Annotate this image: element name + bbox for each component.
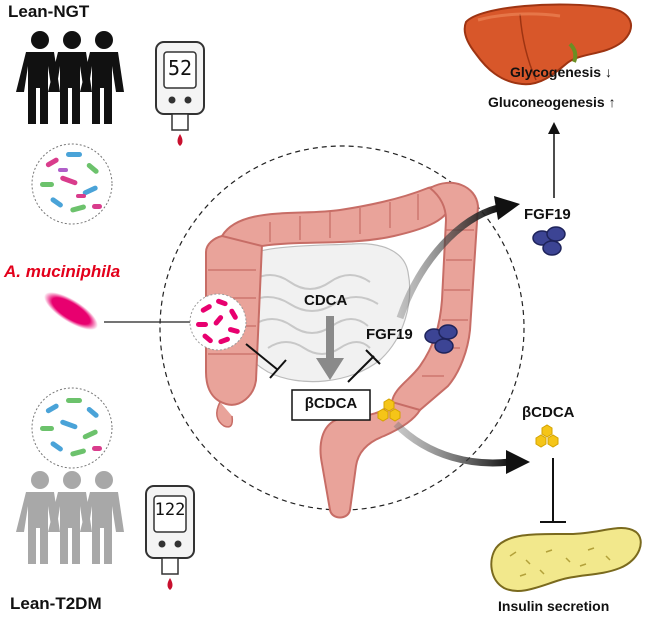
glycogenesis-arrow: ↓ <box>604 64 612 80</box>
bcdca-secretion-arrow <box>393 421 511 467</box>
glucometer-diabetic-icon <box>145 485 195 590</box>
gluconeogenesis-label: Gluconeogenesis <box>488 94 605 110</box>
circulating-bcdca-molecule-icon <box>535 424 559 448</box>
bcdca-secretion-arrowhead <box>506 450 530 474</box>
bacteria-inhibition-line <box>245 343 287 379</box>
gut-bcdca-box <box>291 389 371 421</box>
gut-fgf19-protein-icon <box>424 324 458 354</box>
glucometer-healthy-icon <box>155 41 205 146</box>
diabetic-group-label: Lean-T2DM <box>10 594 102 613</box>
pancreas-icon <box>490 527 642 592</box>
gut-cdca-label: CDCA <box>304 292 348 309</box>
akkermansia-bacterium-icon <box>43 289 99 333</box>
pancreas-bcdca-label: βCDCA <box>522 404 575 421</box>
fgf19-secretion-arrowhead <box>494 196 520 220</box>
bcdca-pancreas-inhibition-line <box>540 458 566 523</box>
gut-fgf19-label: FGF19 <box>366 326 413 343</box>
liver-icon <box>463 3 633 86</box>
cdca-conversion-arrow <box>316 316 344 380</box>
healthy-group-label: Lean-NGT <box>8 2 90 21</box>
bacterium-name-label: A. muciniphila <box>4 262 121 281</box>
glycogenesis-label: Glycogenesis <box>510 64 602 80</box>
healthy-microbiota-icon <box>31 143 113 225</box>
gut-akkermansia-colony-icon <box>189 293 247 351</box>
gut-boundary-circle <box>159 145 525 511</box>
gluconeogenesis-arrow: ↑ <box>608 94 616 110</box>
fgf19-secretion-arrow <box>396 204 499 320</box>
insulin-secretion-label: Insulin secretion <box>498 598 610 614</box>
diabetic-microbiota-icon <box>31 387 113 469</box>
circulating-fgf19-protein-icon <box>532 226 566 256</box>
diabetic-people-icon <box>16 471 124 564</box>
gluconeogenesis-row: Gluconeogenesis ↑ <box>488 94 616 110</box>
fgf19-inhibition-line <box>347 349 381 383</box>
healthy-glucose-reading: 52 <box>167 56 193 80</box>
glycogenesis-row: Glycogenesis ↓ <box>510 64 612 80</box>
gut-bcdca-molecule-icon <box>377 398 401 422</box>
liver-fgf19-label: FGF19 <box>524 206 571 223</box>
diabetic-glucose-reading: 122 <box>154 500 186 520</box>
colon-icon <box>205 181 480 519</box>
gut-bcdca-label: βCDCA <box>304 395 358 412</box>
healthy-people-icon <box>16 31 124 124</box>
